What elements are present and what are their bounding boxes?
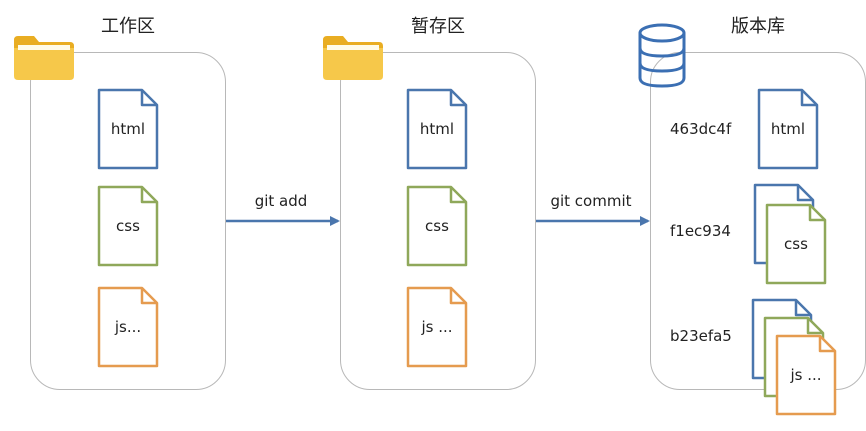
staging-title: 暂存区 [411,16,465,37]
folder-icon [323,36,383,80]
git-commit-label: git commit [550,192,632,210]
staging-file: js ... [406,286,468,368]
workspace-file: html [97,88,159,170]
staging-file: css [406,185,468,267]
file-label: html [420,120,454,138]
file-label: css [425,217,449,235]
repository-file: css [765,203,827,285]
repository-title: 版本库 [731,16,785,37]
file-label: css [116,217,140,235]
file-label: js ... [420,318,452,336]
repository-file: js ... [775,334,837,416]
commit-hash: 463dc4f [670,120,732,138]
file-label: css [784,235,808,253]
file-label: js ... [789,366,821,384]
folder-icon [14,36,74,80]
workspace-file: css [97,185,159,267]
file-label: js... [114,318,141,336]
file-label: html [111,120,145,138]
commit-hash: b23efa5 [670,327,732,345]
staging-file: html [406,88,468,170]
workspace-title: 工作区 [101,16,155,37]
git-add-label: git add [254,192,308,210]
commit-hash: f1ec934 [670,222,731,240]
database-icon [638,23,686,88]
workspace-file: js... [97,286,159,368]
file-label: html [771,120,805,138]
repository-file: html [757,88,819,170]
